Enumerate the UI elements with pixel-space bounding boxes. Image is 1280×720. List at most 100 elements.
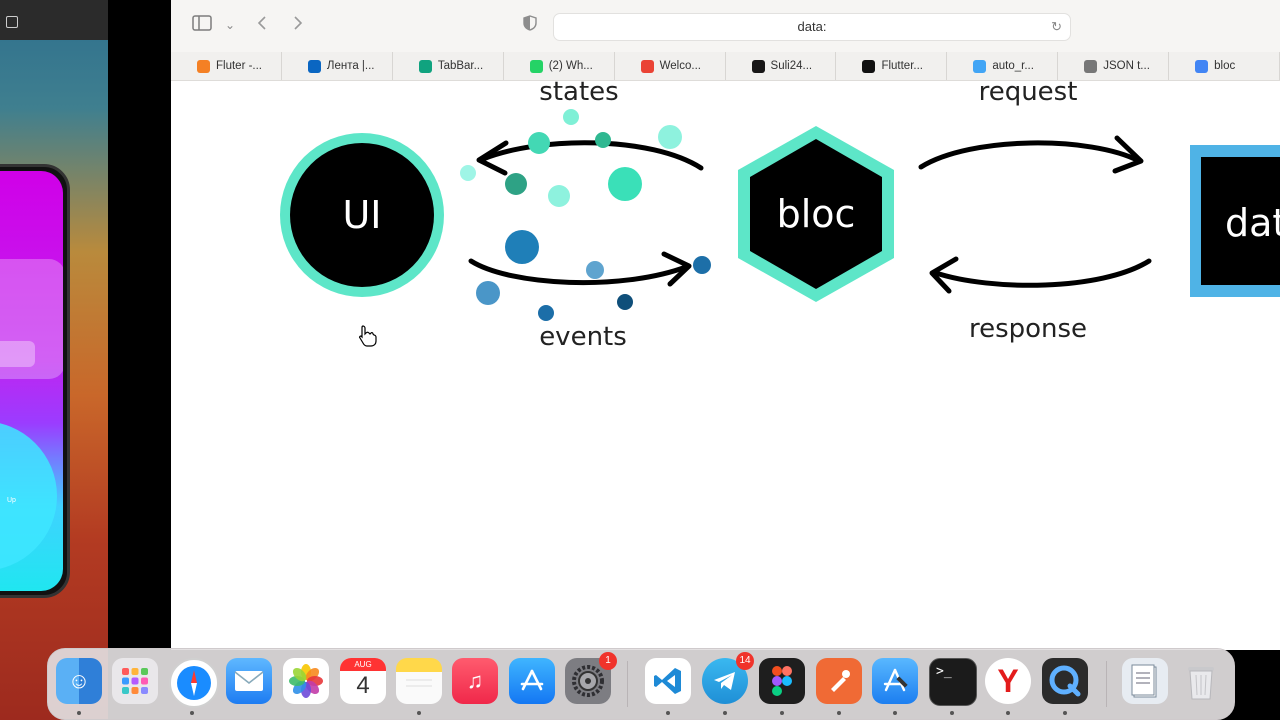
forward-icon[interactable]: [287, 14, 309, 36]
telegram-running-dot: [723, 711, 727, 715]
mail-icon[interactable]: [226, 658, 272, 704]
terminal-running-dot: [950, 711, 954, 715]
figma-icon[interactable]: [759, 658, 805, 704]
chevron-down-icon[interactable]: ⌄: [224, 18, 236, 32]
bloc-node: bloc: [738, 126, 894, 302]
screen-gap: [108, 0, 171, 720]
xcode-icon[interactable]: [872, 658, 918, 704]
dock: ☺: [47, 648, 1235, 720]
browser-toolbar: ⌄ data: ↻: [171, 0, 1280, 53]
trash-icon[interactable]: [1178, 658, 1224, 704]
bookmark-item[interactable]: TabBar...: [393, 52, 504, 80]
reload-icon[interactable]: ↻: [1051, 19, 1062, 34]
window-icon: [6, 16, 18, 28]
linkedin-icon: [307, 59, 321, 73]
data-node: dat: [1190, 145, 1280, 297]
bookmark-label: auto_r...: [992, 60, 1034, 72]
bookmark-label: bloc: [1214, 60, 1236, 72]
postman-running-dot: [837, 711, 841, 715]
bookmark-item[interactable]: Suli24...: [726, 52, 837, 80]
bookmark-label: Fluter -...: [216, 60, 263, 72]
yandex-browser-icon[interactable]: Y: [985, 658, 1031, 704]
quicktime-icon[interactable]: [1042, 658, 1088, 704]
bloc-architecture-diagram: UI states: [280, 81, 1280, 352]
page-content: UI states: [171, 81, 1280, 650]
desktop-background: Up: [0, 0, 108, 720]
back-icon[interactable]: [251, 14, 273, 36]
calendar-month: AUG: [340, 658, 386, 671]
phone-input-field[interactable]: [0, 341, 35, 367]
safari-running-dot: [190, 711, 194, 715]
photos-icon[interactable]: [283, 658, 329, 704]
bloc-label: bloc: [777, 192, 856, 236]
music-icon[interactable]: ♫: [452, 658, 498, 704]
vscode-icon[interactable]: [645, 658, 691, 704]
safari-icon[interactable]: [169, 658, 219, 708]
address-text: data:: [797, 19, 827, 34]
flutter-icon: [973, 59, 987, 73]
phone-up-label: Up: [7, 497, 16, 504]
calendar-day: 4: [356, 672, 370, 699]
bookmark-item[interactable]: JSON t...: [1058, 52, 1170, 80]
google-icon: [1195, 59, 1209, 73]
phone-card: [0, 259, 63, 379]
privacy-shield-icon[interactable]: [519, 14, 541, 36]
bookmark-item[interactable]: (2) Wh...: [504, 52, 615, 80]
hand-cursor-icon: [358, 325, 377, 347]
bookmark-label: TabBar...: [437, 60, 484, 72]
chatgpt-icon: [418, 59, 432, 73]
states-arrow: [480, 140, 704, 171]
system-settings-icon[interactable]: 1: [565, 652, 617, 704]
address-bar[interactable]: data: ↻: [553, 13, 1071, 41]
figma-running-dot: [780, 711, 784, 715]
events-arrow: [468, 258, 689, 286]
launchpad-icon[interactable]: [112, 658, 158, 704]
xcode-running-dot: [893, 711, 897, 715]
response-arrow: [933, 258, 1152, 288]
codepen-icon: [862, 59, 876, 73]
request-label: request: [979, 81, 1078, 107]
phone-simulator[interactable]: Up: [0, 164, 70, 598]
notes-icon[interactable]: [396, 658, 442, 704]
bookmark-item[interactable]: Лента |...: [282, 52, 393, 80]
bookmark-item[interactable]: bloc: [1169, 52, 1280, 80]
whatsapp-icon: [529, 59, 543, 73]
terminal-icon[interactable]: >_: [929, 658, 977, 706]
github-icon: [751, 59, 765, 73]
event-particles: [476, 230, 711, 321]
yandex-running-dot: [1006, 711, 1010, 715]
bookmark-item[interactable]: auto_r...: [947, 52, 1059, 80]
app-store-icon[interactable]: [509, 658, 555, 704]
states-arrowhead: [476, 140, 509, 176]
calendar-icon[interactable]: AUG 4: [340, 658, 386, 704]
bookmark-label: Flutter...: [881, 60, 923, 72]
ui-label: UI: [342, 193, 381, 237]
bookmark-item[interactable]: Fluter -...: [171, 52, 282, 80]
finder-icon[interactable]: ☺: [56, 658, 102, 704]
ui-node: UI: [280, 133, 444, 297]
bookmark-item[interactable]: Welco...: [615, 52, 726, 80]
phone-screen[interactable]: Up: [0, 171, 63, 591]
bookmark-label: (2) Wh...: [548, 60, 593, 72]
response-arrowhead: [929, 256, 959, 294]
bookmark-label: Suli24...: [770, 60, 813, 72]
telegram-icon[interactable]: 14: [702, 652, 754, 704]
quicktime-running-dot: [1063, 711, 1067, 715]
request-arrow: [918, 140, 1142, 170]
sidebar-toggle-icon[interactable]: [191, 14, 213, 36]
gmail-icon: [640, 59, 654, 73]
browser-window: ⌄ data: ↻ Fluter -... Лента |... TabBar...…: [171, 0, 1280, 650]
events-label: events: [539, 322, 627, 352]
desktop-menubar: [0, 0, 108, 40]
bookmark-item[interactable]: Flutter...: [836, 52, 948, 80]
vscode-running-dot: [666, 711, 670, 715]
dock-separator-2: [1106, 661, 1107, 707]
state-particles: [460, 109, 682, 207]
documents-stack-icon[interactable]: [1122, 658, 1168, 704]
postman-icon[interactable]: [816, 658, 862, 704]
response-label: response: [969, 314, 1087, 344]
telegram-badge: 14: [736, 652, 754, 670]
bookmark-label: Welco...: [659, 60, 701, 72]
settings-badge: 1: [599, 652, 617, 670]
notes-running-dot: [417, 711, 421, 715]
